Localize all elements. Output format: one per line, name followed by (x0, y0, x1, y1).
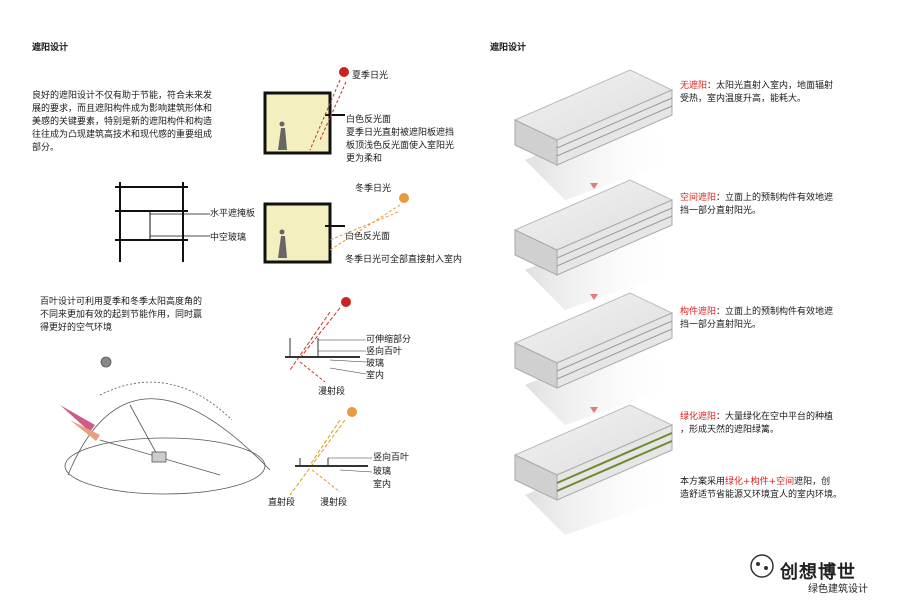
summer-sun-icon-2 (341, 297, 351, 307)
brand-name: 创想博世 (780, 562, 856, 583)
summary-text: 造舒适节省能源又环境宜人的室内环境。 (680, 490, 843, 500)
label-winter-sun: 冬季日光 (355, 184, 392, 194)
label-indoor: 室内 (366, 371, 385, 381)
louver-intro-line: 得更好的空气环境 (40, 323, 113, 333)
louver-intro-line: 不同来更加有效的起到节能作用，同时赢 (40, 310, 203, 320)
note-text: 挡一部分直射阳光。 (680, 320, 762, 330)
label-indoor-2: 室内 (373, 480, 392, 490)
summary-plus: + (743, 477, 751, 487)
label-retractable: 可伸缩部分 (366, 335, 412, 345)
building-model-4 (513, 404, 680, 535)
note-space-shading: 空间遮阳：立面上的预制构件有效地遮 挡一部分直射阳光。 (680, 192, 833, 218)
label-direct: 直射段 (268, 498, 296, 508)
intro-line: 部分。 (32, 143, 60, 153)
note-text: ，形成天然的遮阳绿篱。 (680, 425, 780, 435)
brand-subtitle: 绿色建筑设计 (808, 584, 868, 595)
wechat-logo-icon (750, 554, 774, 578)
winter-room-diagram (263, 193, 409, 264)
louver-intro: 百叶设计可利用夏季和冬季太阳高度角的 不同来更加有效的起到节能作用，同时赢 得更… (40, 296, 250, 335)
label-diffuse: 漫射段 (318, 387, 346, 397)
summer-desc-line: 更为柔和 (346, 154, 383, 164)
note-text: 受热，室内温度升高，能耗大。 (680, 94, 807, 104)
note-text: 挡一部分直射阳光。 (680, 206, 762, 216)
note-component-shading: 构件遮阳：立面上的预制构件有效地遮 挡一部分直射阳光。 (680, 306, 833, 332)
sun-icon (100, 356, 112, 368)
label-winter-reflect: 白色反光面 (345, 232, 391, 242)
right-title: 遮阳设计 (490, 43, 527, 53)
note-green-shading: 绿化遮阳：大量绿化在空中平台的种植 ，形成天然的遮阳绿篱。 (680, 411, 833, 437)
summary-key: 空间 (776, 477, 795, 487)
intro-line: 美感的关键要素，特别是新的遮阳构件和构造 (32, 117, 213, 127)
building-model-2 (513, 179, 680, 310)
summary-key: 绿化 (725, 477, 744, 487)
sun-path-diagram (60, 356, 271, 495)
note-text: ：大量绿化在空中平台的种植 (716, 412, 834, 422)
winter-sun-icon-2 (347, 407, 357, 417)
note-text: ：太阳光直射入室内，地面辐射 (707, 81, 834, 91)
left-title: 遮阳设计 (32, 43, 69, 53)
building-model-1 (513, 69, 680, 200)
summary-note: 本方案采用绿化+构件+空间遮阳，创 造舒适节省能源又环境宜人的室内环境。 (680, 476, 842, 502)
intro-line: 往往成为凸现建筑高技术和现代感的重要组成 (32, 130, 213, 140)
section-diagram (115, 182, 210, 262)
label-summer-reflect: 白色反光面 (346, 115, 392, 125)
note-text: ：立面上的预制构件有效地遮 (716, 193, 834, 203)
louver-diagram-2 (289, 407, 373, 496)
summer-desc-line: 夏季日光直射被遮阳板遮挡 (346, 128, 455, 138)
label-diffuse-2: 漫射段 (320, 498, 348, 508)
note-text: ：立面上的预制构件有效地遮 (716, 307, 834, 317)
summer-desc-line: 板顶浅色反光面使入室阳光 (346, 141, 455, 151)
louver-diagram-1 (285, 297, 367, 383)
summary-key: 构件 (750, 477, 769, 487)
label-vertical-louver: 竖向百叶 (366, 347, 403, 357)
summary-text: 本方案采用 (680, 477, 726, 487)
label-vertical-louver-2: 竖向百叶 (373, 453, 410, 463)
note-key: 构件遮阳 (680, 307, 717, 317)
intro-line: 良好的遮阳设计不仅有助于节能，符合未来发 (32, 91, 213, 101)
louver-intro-line: 百叶设计可利用夏季和冬季太阳高度角的 (40, 297, 203, 307)
winter-sun-icon (399, 193, 409, 203)
label-winter-desc: 冬季日光可全部直接射入室内 (345, 255, 463, 265)
summary-plus: + (768, 477, 777, 487)
note-key: 空间遮阳 (680, 193, 717, 203)
label-hollow-glass: 中空玻璃 (210, 233, 247, 243)
label-glass: 玻璃 (366, 359, 385, 369)
intro-line: 展的要求，而且遮阳构件成为影响建筑形体和 (32, 104, 213, 114)
building-model-3 (513, 292, 680, 425)
summer-room-diagram (263, 67, 349, 155)
note-key: 绿化遮阳 (680, 412, 717, 422)
summer-desc: 夏季日光直射被遮阳板遮挡 板顶浅色反光面使入室阳光 更为柔和 (346, 127, 454, 166)
label-summer-sun: 夏季日光 (352, 71, 389, 81)
summer-sun-icon (339, 67, 349, 77)
label-horizontal-shade: 水平遮掩板 (210, 209, 256, 219)
note-no-shading: 无遮阳：太阳光直射入室内，地面辐射 受热，室内温度升高，能耗大。 (680, 80, 833, 106)
note-key: 无遮阳 (680, 81, 708, 91)
summary-text: 遮阳，创 (794, 477, 831, 487)
label-glass-2: 玻璃 (373, 467, 392, 477)
intro-paragraph: 良好的遮阳设计不仅有助于节能，符合未来发 展的要求，而且遮阳构件成为影响建筑形体… (32, 90, 252, 155)
